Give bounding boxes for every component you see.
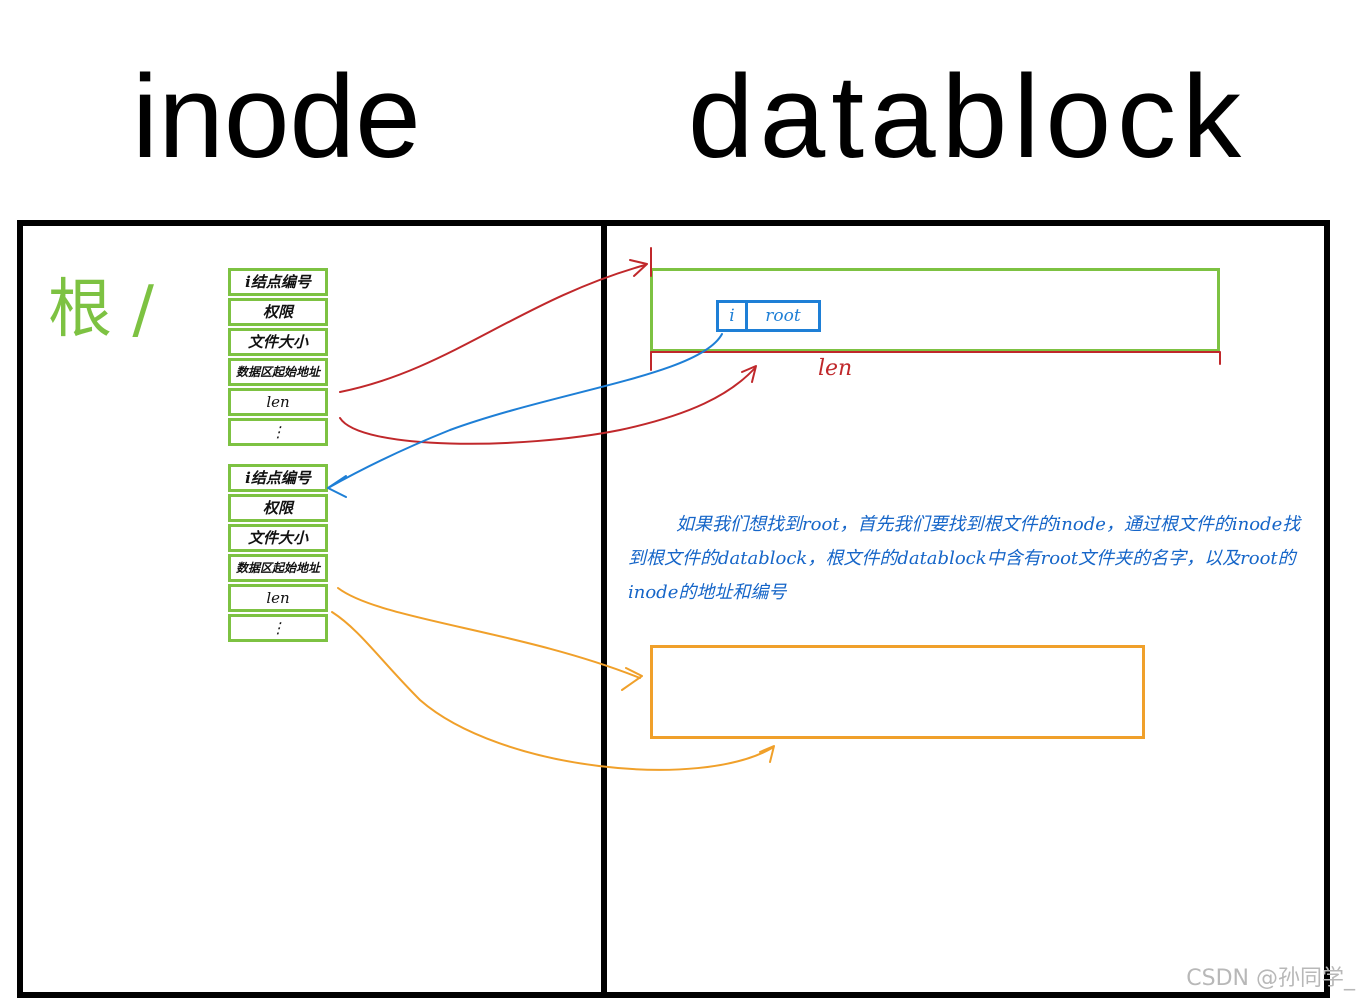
child-data-block [650,645,1145,739]
len-label: len [818,356,853,381]
entry-name-cell: root [765,306,801,326]
len-field: len [228,388,328,416]
diagram-frame [17,220,1330,998]
data-start-address-field: 数据区起始地址 [228,358,328,386]
inode-number-field: i结点编号 [228,268,328,296]
root-inode: i结点编号 权限 文件大小 数据区起始地址 len ⋮ [228,268,328,448]
child-inode: i结点编号 权限 文件大小 数据区起始地址 len ⋮ [228,464,328,644]
permission-field: 权限 [228,494,328,522]
inode-heading: inode [132,51,421,183]
watermark: CSDN @孙同学_ [1186,966,1355,991]
root-directory-label: 根 / [48,273,154,347]
inode-number-field: i结点编号 [228,464,328,492]
ellipsis-field: ⋮ [228,614,328,642]
ellipsis-field: ⋮ [228,418,328,446]
file-size-field: 文件大小 [228,328,328,356]
explanation-text: 如果我们想找到root，首先我们要找到根文件的inode，通过根文件的inode… [628,514,1301,603]
file-size-field: 文件大小 [228,524,328,552]
len-field: len [228,584,328,612]
entry-inode-cell: i [719,303,748,329]
frame-divider [601,224,607,996]
directory-entry: i root [716,300,821,332]
data-start-address-field: 数据区起始地址 [228,554,328,582]
datablock-heading: datablock [688,51,1248,183]
permission-field: 权限 [228,298,328,326]
